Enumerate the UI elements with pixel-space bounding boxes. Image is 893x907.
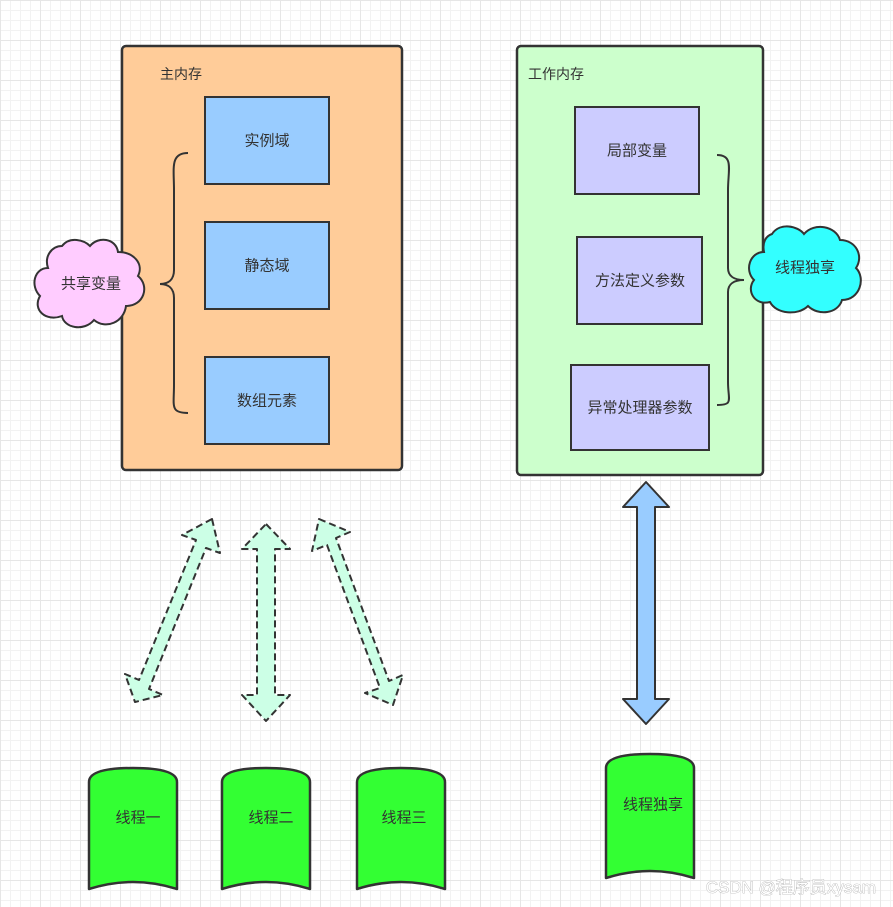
working-memory-item-label: 局部变量 (607, 142, 667, 160)
main-memory-item-label: 数组元素 (237, 392, 297, 410)
dashed-arrow-left (124, 518, 221, 703)
working-memory-item-exception-parameter: 异常处理器参数 (570, 364, 710, 451)
working-memory-item-label: 异常处理器参数 (587, 399, 692, 417)
main-memory-item-label: 实例域 (244, 132, 289, 150)
thread-one: 线程一 (87, 766, 179, 891)
solid-arrow (622, 481, 670, 725)
main-memory-item-static-field: 静态域 (204, 221, 330, 310)
thread-three-label: 线程三 (381, 809, 426, 827)
thread-exclusive-cloud: 线程独享 (748, 225, 862, 314)
working-memory-item-local-variable: 局部变量 (574, 106, 700, 195)
main-memory-item-label: 静态域 (244, 257, 289, 275)
watermark: CSDN @程序员xysam (706, 878, 876, 897)
thread-two: 线程二 (220, 766, 312, 891)
main-memory-item-instance-field: 实例域 (204, 96, 330, 185)
right-brace (716, 154, 745, 406)
left-brace (159, 152, 189, 414)
dashed-arrow-middle (241, 523, 291, 722)
working-memory-title: 工作内存 (528, 67, 584, 83)
main-memory-title: 主内存 (160, 67, 202, 83)
thread-two-label: 线程二 (248, 809, 293, 827)
working-memory-item-label: 方法定义参数 (595, 272, 685, 290)
main-memory-item-array-element: 数组元素 (204, 356, 330, 445)
thread-one-label: 线程一 (115, 809, 160, 827)
thread-exclusive-label: 线程独享 (623, 796, 683, 814)
thread-exclusive-cloud-label: 线程独享 (775, 259, 835, 277)
shared-variable-cloud: 共享变量 (33, 238, 146, 329)
dashed-arrow-right (311, 518, 404, 706)
thread-exclusive: 线程独享 (604, 752, 696, 880)
working-memory-item-method-parameter: 方法定义参数 (576, 236, 703, 325)
shared-variable-label: 共享变量 (61, 275, 121, 293)
thread-three: 线程三 (355, 766, 447, 891)
